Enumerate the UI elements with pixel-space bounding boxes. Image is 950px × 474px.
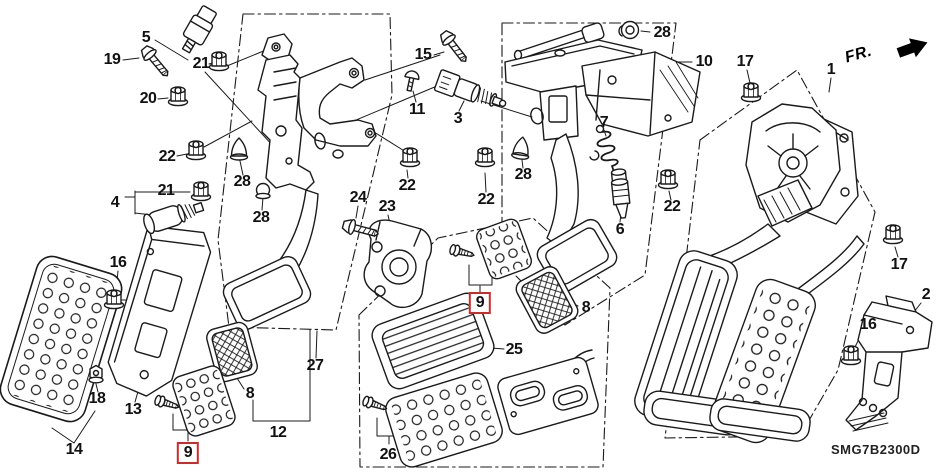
clutch-pedal-assembly: [222, 33, 377, 330]
brake-switch-3: [433, 69, 507, 108]
clip-28c: [510, 135, 532, 161]
nut-20: [167, 86, 189, 107]
callout-18-10[interactable]: 18: [88, 390, 106, 407]
callout-25-26[interactable]: 25: [505, 341, 523, 358]
nut-16a: [103, 289, 125, 310]
callout-16-9[interactable]: 16: [109, 254, 127, 271]
callout-8-28[interactable]: 8: [581, 299, 591, 316]
callout-22-23[interactable]: 22: [477, 191, 495, 208]
accelerator-assembly-box: [664, 69, 876, 439]
nut-17a: [740, 82, 762, 103]
screw-9b: [448, 242, 477, 262]
clutch-switch-5: [181, 5, 217, 54]
push-pin-11: [404, 70, 420, 92]
return-spring-7: [589, 124, 619, 173]
callout-17-34[interactable]: 17: [736, 53, 754, 70]
callout-28-24[interactable]: 28: [514, 166, 532, 183]
footrest-bracket-13: [107, 225, 212, 397]
mounting-bracket-2: [845, 295, 933, 432]
clutch-assembly-box: [217, 13, 393, 331]
callout-24-17[interactable]: 24: [349, 189, 367, 206]
bolt-19: [137, 42, 174, 82]
clutch-pedal-pad-8: [206, 321, 258, 383]
clutch-pedal-plate: [222, 256, 312, 330]
callout-20-3[interactable]: 20: [139, 90, 157, 107]
pad-group-box: [358, 217, 611, 468]
callout-8-14[interactable]: 8: [245, 385, 255, 402]
clip-28a: [229, 137, 249, 161]
nut-22c: [474, 147, 496, 168]
callout-22-33[interactable]: 22: [663, 198, 681, 215]
callout-7-31[interactable]: 7: [599, 114, 609, 131]
callout-10-30[interactable]: 10: [695, 53, 713, 70]
callout-1-35[interactable]: 1: [826, 61, 836, 78]
switch-assembly-4: [143, 201, 205, 235]
pedal-sensor-23: [363, 219, 433, 309]
nut-16b: [840, 345, 862, 366]
screw-26: [360, 394, 390, 415]
callout-12-15[interactable]: 12: [269, 424, 287, 441]
callout-27-16[interactable]: 27: [306, 357, 324, 374]
callout-11-19[interactable]: 11: [409, 101, 425, 118]
nut-21a: [208, 51, 230, 72]
callout-21-6[interactable]: 21: [157, 182, 175, 199]
callout-17-36[interactable]: 17: [890, 256, 908, 273]
callout-4-7[interactable]: 4: [110, 194, 120, 211]
callout-22-22[interactable]: 22: [398, 177, 416, 194]
diagram-code: SMG7B2300D: [831, 442, 921, 457]
callout-5-1[interactable]: 5: [141, 29, 151, 46]
clip-28b: [255, 182, 271, 200]
callout-9-25[interactable]: 9: [468, 292, 492, 314]
nut-22a: [185, 140, 207, 161]
nut-21b: [190, 181, 212, 202]
callout-14-12[interactable]: 14: [65, 441, 83, 458]
callout-26-27[interactable]: 26: [379, 446, 397, 463]
callout-16-38[interactable]: 16: [859, 316, 877, 333]
callout-6-32[interactable]: 6: [615, 221, 625, 238]
grommet-28d: [618, 20, 640, 40]
callout-28-8[interactable]: 28: [252, 209, 270, 226]
bolt-15: [436, 27, 473, 67]
stopper-18: [88, 364, 104, 384]
callout-19-0[interactable]: 19: [103, 51, 121, 68]
callout-13-11[interactable]: 13: [124, 401, 142, 418]
callout-23-18[interactable]: 23: [378, 198, 396, 215]
rubber-pad-9-left: [172, 365, 236, 437]
callout-22-4[interactable]: 22: [158, 148, 176, 165]
nut-22b: [399, 147, 421, 168]
rubber-pad-9-right: [475, 218, 533, 280]
callout-21-2[interactable]: 21: [192, 55, 210, 72]
callout-9-13[interactable]: 9: [176, 442, 200, 464]
rubber-pad-26: [385, 372, 503, 468]
callout-2-37[interactable]: 2: [921, 286, 931, 303]
brake-pedal-pad-8: [515, 266, 579, 334]
callout-28-5[interactable]: 28: [233, 173, 251, 190]
accelerator-pedal-assembly: [634, 103, 865, 444]
clips-28: [229, 20, 640, 200]
fr-arrow-icon: [896, 38, 928, 58]
callout-3-21[interactable]: 3: [453, 110, 463, 127]
callout-15-20[interactable]: 15: [414, 46, 432, 63]
bushing-6: [610, 168, 631, 219]
nut-17b: [882, 224, 904, 245]
callout-28-29[interactable]: 28: [653, 24, 671, 41]
accelerator-pad-25: [371, 292, 495, 390]
pedal-stay-bracket: [497, 349, 599, 436]
nut-22d: [657, 169, 679, 190]
